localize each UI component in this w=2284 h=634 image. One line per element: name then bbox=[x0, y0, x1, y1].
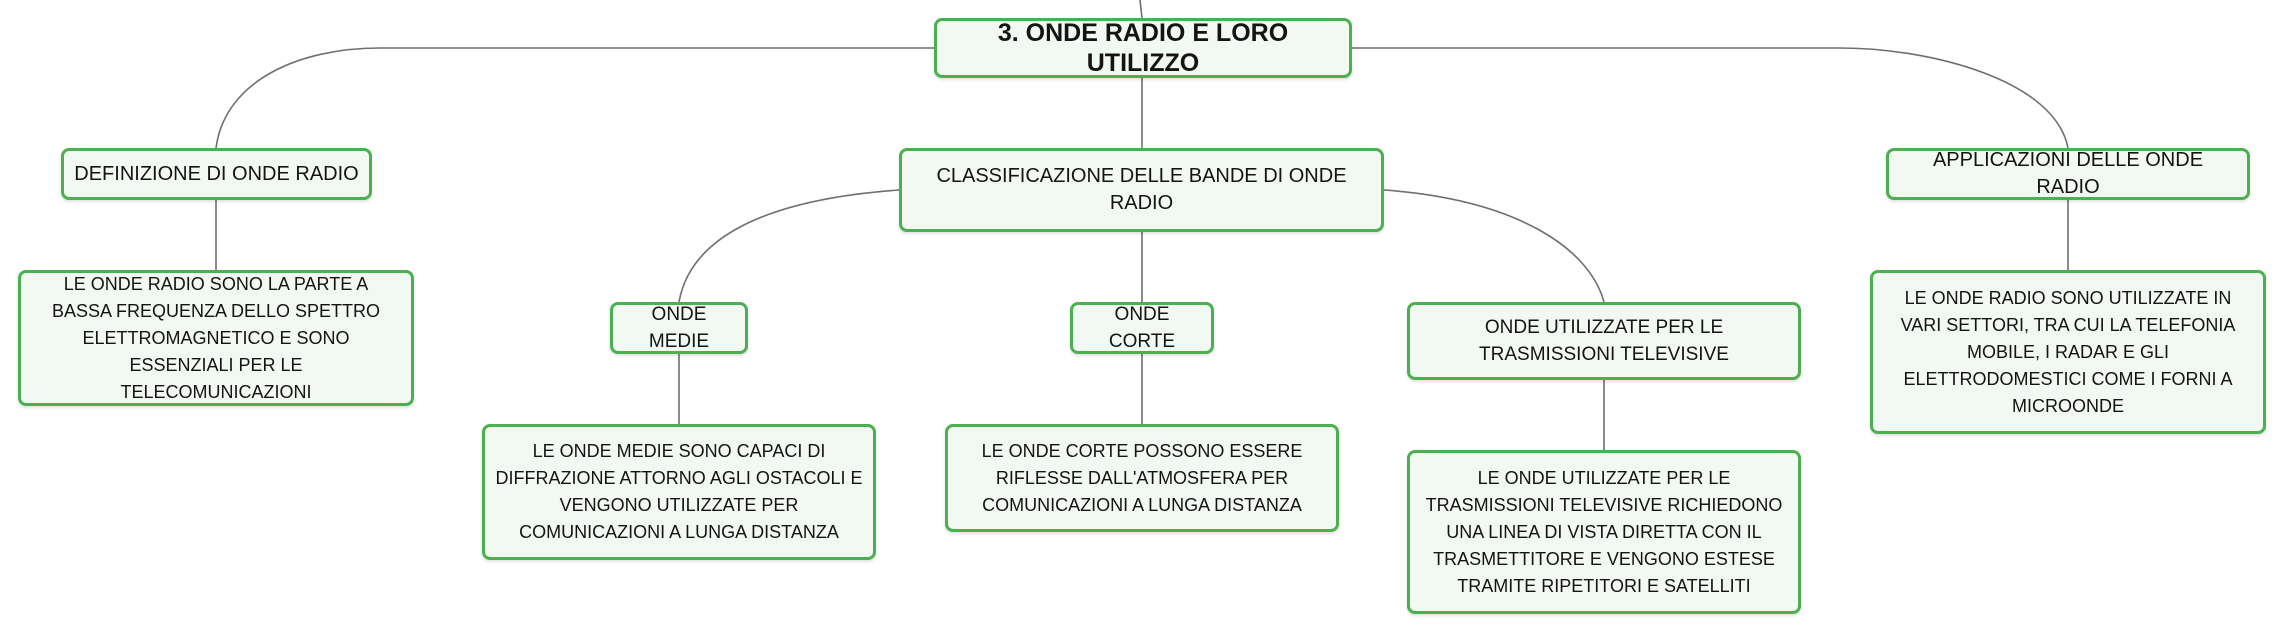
short-waves-detail-text: LE ONDE CORTE POSSONO ESSERE RIFLESSE DA… bbox=[981, 440, 1303, 515]
applications-topic-node[interactable]: APPLICAZIONI DELLE ONDE RADIO bbox=[1886, 148, 2250, 200]
applications-detail-text: LE ONDE RADIO SONO UTILIZZATE IN VARI SE… bbox=[1900, 287, 2236, 416]
connector-classification-tv bbox=[1383, 189, 1605, 303]
tv-waves-topic-label: ONDE UTILIZZATE PER LE TRASMISSIONI TELE… bbox=[1479, 317, 1729, 365]
medium-waves-detail-node[interactable]: LE ONDE MEDIE SONO CAPACI DI DIFFRAZIONE… bbox=[482, 424, 876, 560]
short-waves-topic-label: ONDE CORTE bbox=[1108, 304, 1176, 352]
tv-waves-topic-node[interactable]: ONDE UTILIZZATE PER LE TRASMISSIONI TELE… bbox=[1407, 302, 1801, 380]
root-topic-node[interactable]: 3. ONDE RADIO E LORO UTILIZZO bbox=[934, 18, 1352, 78]
tv-waves-detail-text: LE ONDE UTILIZZATE PER LE TRASMISSIONI T… bbox=[1425, 467, 1783, 596]
definition-detail-text: LE ONDE RADIO SONO LA PARTE A BASSA FREQ… bbox=[51, 273, 381, 402]
definition-detail-node[interactable]: LE ONDE RADIO SONO LA PARTE A BASSA FREQ… bbox=[18, 270, 414, 406]
medium-waves-topic-node[interactable]: ONDE MEDIE bbox=[610, 302, 748, 354]
connector-root-definition bbox=[215, 47, 934, 149]
classification-topic-node[interactable]: CLASSIFICAZIONE DELLE BANDE DI ONDE RADI… bbox=[899, 148, 1384, 232]
classification-topic-label: CLASSIFICAZIONE DELLE BANDE DI ONDE RADI… bbox=[936, 165, 1347, 214]
tv-waves-detail-node[interactable]: LE ONDE UTILIZZATE PER LE TRASMISSIONI T… bbox=[1407, 450, 1801, 614]
connector-root-applications bbox=[1352, 47, 2069, 149]
connector-classification-medium bbox=[678, 189, 900, 303]
medium-waves-detail-text: LE ONDE MEDIE SONO CAPACI DI DIFFRAZIONE… bbox=[495, 441, 863, 542]
root-topic-label: 3. ONDE RADIO E LORO UTILIZZO bbox=[997, 19, 1289, 77]
definition-topic-label: DEFINIZIONE DI ONDE RADIO bbox=[74, 162, 359, 185]
applications-topic-label: APPLICAZIONI DELLE ONDE RADIO bbox=[1932, 149, 2204, 198]
connector-parent-root bbox=[1139, 0, 1143, 19]
short-waves-detail-node[interactable]: LE ONDE CORTE POSSONO ESSERE RIFLESSE DA… bbox=[945, 424, 1339, 532]
short-waves-topic-node[interactable]: ONDE CORTE bbox=[1070, 302, 1214, 354]
definition-topic-node[interactable]: DEFINIZIONE DI ONDE RADIO bbox=[61, 148, 372, 200]
medium-waves-topic-label: ONDE MEDIE bbox=[648, 304, 710, 352]
applications-detail-node[interactable]: LE ONDE RADIO SONO UTILIZZATE IN VARI SE… bbox=[1870, 270, 2266, 434]
